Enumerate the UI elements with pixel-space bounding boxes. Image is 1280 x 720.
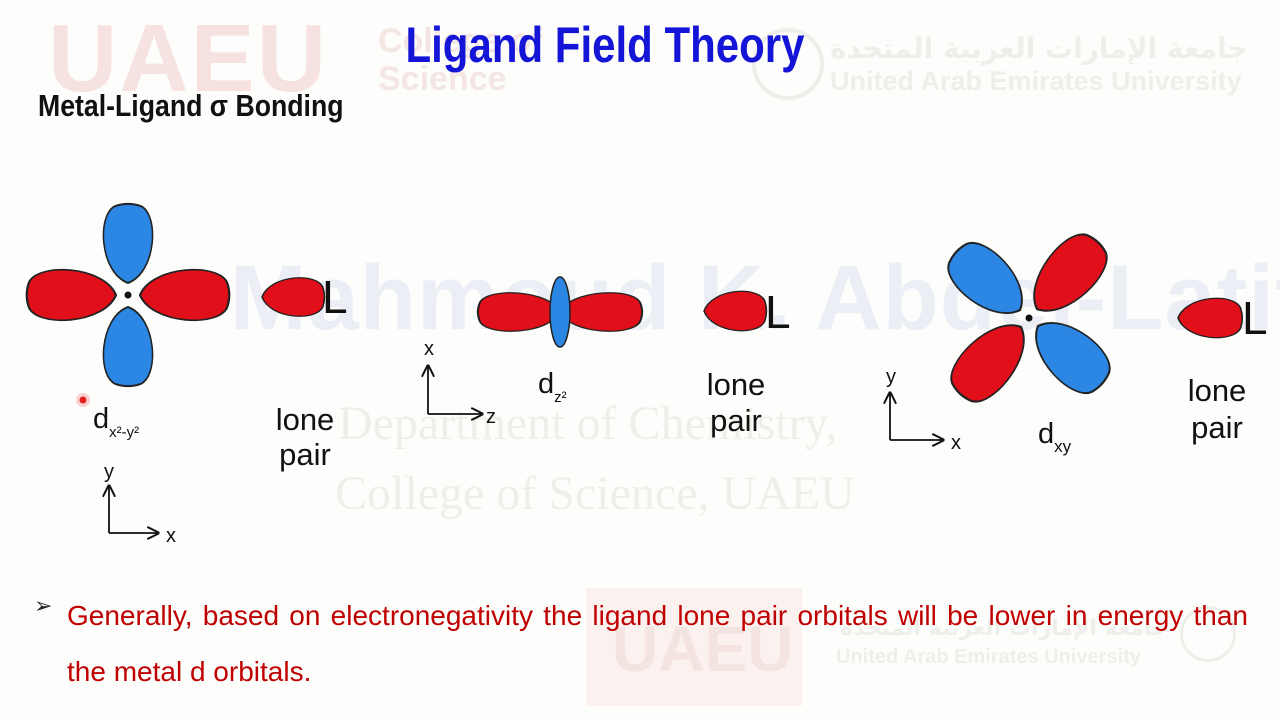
dx2-y2-label: dx²-y² xyxy=(93,403,139,441)
lobe-blue-down xyxy=(102,306,154,388)
lobe-red-left xyxy=(25,268,118,322)
axis-label-z: z xyxy=(486,406,496,428)
dz2-label-letter: d xyxy=(538,368,554,400)
dxy-lobe-red-ll xyxy=(940,308,1042,413)
nucleus-dot xyxy=(124,291,132,299)
lone-pair-label-1-line2: pair xyxy=(279,437,331,472)
dz2-orbital xyxy=(476,276,644,348)
axis-label-x: x xyxy=(166,525,176,547)
ligand-lobe-1 xyxy=(261,276,326,318)
axes-dxy xyxy=(890,394,942,440)
dx2-y2-orbital xyxy=(25,202,231,388)
pointer-cursor-dot xyxy=(79,396,87,404)
lone-pair-label-1-line1: lone xyxy=(276,402,335,437)
ligand-label-1: L xyxy=(322,271,348,323)
dxy-label-letter: d xyxy=(1038,418,1054,450)
dxy-label: dxy xyxy=(1038,418,1072,456)
nucleus-dot xyxy=(1025,314,1033,322)
axes-dz2 xyxy=(428,367,481,414)
dz2-torus xyxy=(549,276,571,348)
dx2-y2-label-letter: d xyxy=(93,403,109,435)
dz2-lobe-right xyxy=(558,291,644,333)
slide-subtitle: Metal-Ligand σ Bonding xyxy=(38,88,344,123)
dxy-lobe-blue-lr xyxy=(1019,305,1121,404)
axis-label-x: x xyxy=(951,432,961,454)
lone-pair-label-2-line1: lone xyxy=(707,367,766,402)
dz2-label-subscript: z² xyxy=(554,389,567,406)
arrow-bullet-icon: ➢ xyxy=(34,594,53,619)
bullet-text: Generally, based on electronegativity th… xyxy=(67,600,1248,687)
dxy-label-subscript: xy xyxy=(1054,437,1072,456)
axis-label-x: x xyxy=(424,338,434,360)
ligand-lobe-2 xyxy=(703,290,768,332)
ligand-label-3: L xyxy=(1242,292,1268,344)
dxy-lobe-blue-ul xyxy=(937,232,1039,331)
slide-title: Ligand Field Theory xyxy=(405,17,805,73)
lone-pair-label-3-line2: pair xyxy=(1191,410,1243,445)
lobe-blue-up xyxy=(102,202,154,284)
ligand-label-2: L xyxy=(765,286,791,338)
dxy-lobe-red-ur xyxy=(1016,223,1118,328)
dxy-orbital xyxy=(937,223,1121,413)
axes-dx2-y2 xyxy=(109,487,157,533)
axis-label-y: y xyxy=(104,461,114,483)
lobe-red-right xyxy=(138,268,231,322)
ligand-lobe-3 xyxy=(1177,297,1244,339)
dz2-label: dz² xyxy=(538,368,567,406)
lone-pair-label-3-line1: lone xyxy=(1188,373,1247,408)
lone-pair-label-2-line2: pair xyxy=(710,403,762,438)
dx2-y2-label-subscript: x²-y² xyxy=(109,424,139,441)
dz2-lobe-left xyxy=(476,291,562,333)
axis-label-y: y xyxy=(886,366,896,388)
